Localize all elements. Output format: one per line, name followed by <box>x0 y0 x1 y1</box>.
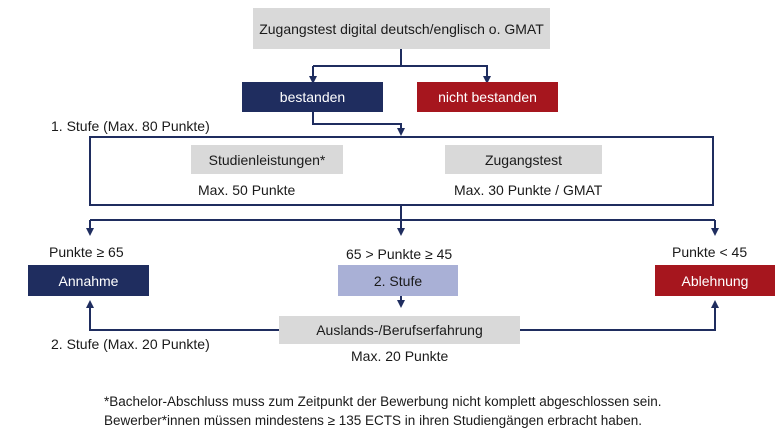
test-box: Zugangstest digital deutsch/englisch o. … <box>253 8 550 49</box>
footnote-2: Bewerber*innen müssen mindestens ≥ 135 E… <box>104 413 642 428</box>
reject-condition: Punkte < 45 <box>672 244 748 260</box>
accept-box: Annahme <box>28 265 149 296</box>
experience-label: Auslands-/Berufserfahrung <box>316 322 483 338</box>
academic-label: Studienleistungen* <box>208 151 326 168</box>
experience-box: Auslands-/Berufserfahrung <box>279 316 520 344</box>
accept-condition: Punkte ≥ 65 <box>49 244 124 260</box>
stage1-label: 1. Stufe (Max. 80 Punkte) <box>51 118 210 134</box>
line-to-nicht-bestanden <box>401 65 491 84</box>
second-condition: 65 > Punkte ≥ 45 <box>346 246 453 262</box>
second-stage-box: 2. Stufe <box>338 265 458 296</box>
accept-label: Annahme <box>58 272 119 289</box>
reject-label: Ablehnung <box>681 272 749 289</box>
failed-box: nicht bestanden <box>417 82 558 112</box>
admission-test-label: Zugangstest <box>484 151 563 168</box>
passed-box: bestanden <box>242 82 383 112</box>
experience-points: Max. 20 Punkte <box>351 348 449 364</box>
stage2-label: 2. Stufe (Max. 20 Punkte) <box>51 336 210 352</box>
line-to-stage1 <box>312 112 405 136</box>
stage1-frame <box>89 136 714 206</box>
line-experience-to-ablehnung <box>520 300 719 331</box>
footnote-1: *Bachelor-Abschluss muss zum Zeitpunkt d… <box>104 394 662 409</box>
line-to-bestanden <box>313 65 401 82</box>
test-label: Zugangstest digital deutsch/englisch o. … <box>259 20 544 37</box>
line-experience-to-annahme <box>86 300 279 331</box>
academic-points: Max. 50 Punkte <box>198 182 296 198</box>
failed-label: nicht bestanden <box>438 89 537 105</box>
academic-box: Studienleistungen* <box>191 145 343 174</box>
second-stage-label: 2. Stufe <box>373 272 423 289</box>
passed-label: bestanden <box>279 89 346 105</box>
admission-test-points: Max. 30 Punkte / GMAT <box>454 182 603 198</box>
reject-box: Ablehnung <box>655 265 775 296</box>
admission-test-box: Zugangstest <box>445 145 602 174</box>
